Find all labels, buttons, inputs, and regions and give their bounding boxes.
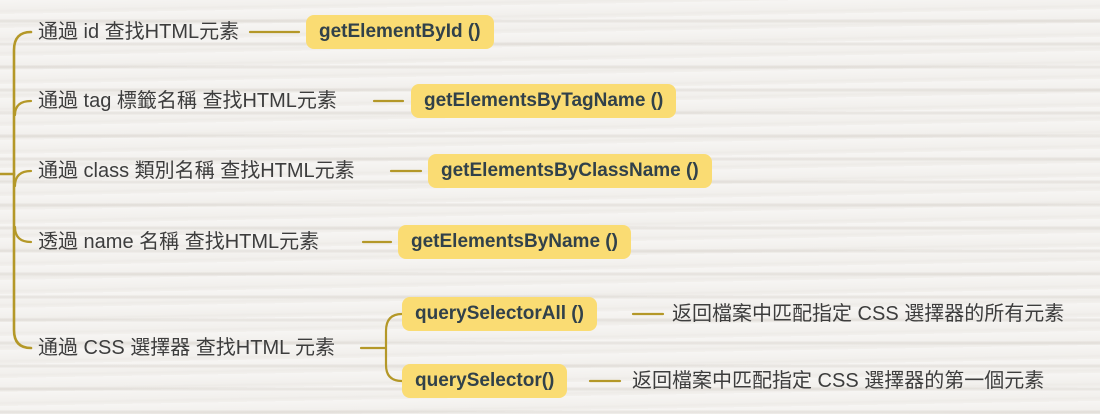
- branch-elbow-class: [13, 169, 33, 188]
- branch-elbow-tag: [13, 99, 33, 117]
- method-node-getelementsbyname[interactable]: getElementsByName (): [398, 225, 631, 259]
- branch-label-name[interactable]: 透過 name 名稱 查找HTML元素: [38, 231, 320, 253]
- branch-label-class[interactable]: 通過 class 類別名稱 查找HTML元素: [38, 160, 355, 182]
- method-node-queryselector[interactable]: querySelector(): [402, 364, 568, 398]
- description-queryselectorall: 返回檔案中匹配指定 CSS 選擇器的所有元素: [672, 303, 1065, 325]
- main-trunk-line: [12, 30, 33, 350]
- method-node-getelementbyid[interactable]: getElementById (): [306, 15, 494, 49]
- branch-label-id[interactable]: 通過 id 查找HTML元素: [38, 21, 240, 43]
- method-node-getelementsbyclassname[interactable]: getElementsByClassName (): [428, 154, 712, 188]
- branch-label-css-selector[interactable]: 通過 CSS 選擇器 查找HTML 元素: [38, 337, 336, 359]
- method-node-queryselectorall[interactable]: querySelectorAll (): [402, 297, 597, 331]
- description-queryselector: 返回檔案中匹配指定 CSS 選擇器的第一個元素: [632, 370, 1045, 392]
- branch-label-tag[interactable]: 通過 tag 標籤名稱 查找HTML元素: [38, 90, 337, 112]
- branch-elbow-name: [13, 225, 33, 244]
- method-node-getelementsbytagname[interactable]: getElementsByTagName (): [411, 84, 677, 118]
- bracket-css-children: [384, 312, 404, 383]
